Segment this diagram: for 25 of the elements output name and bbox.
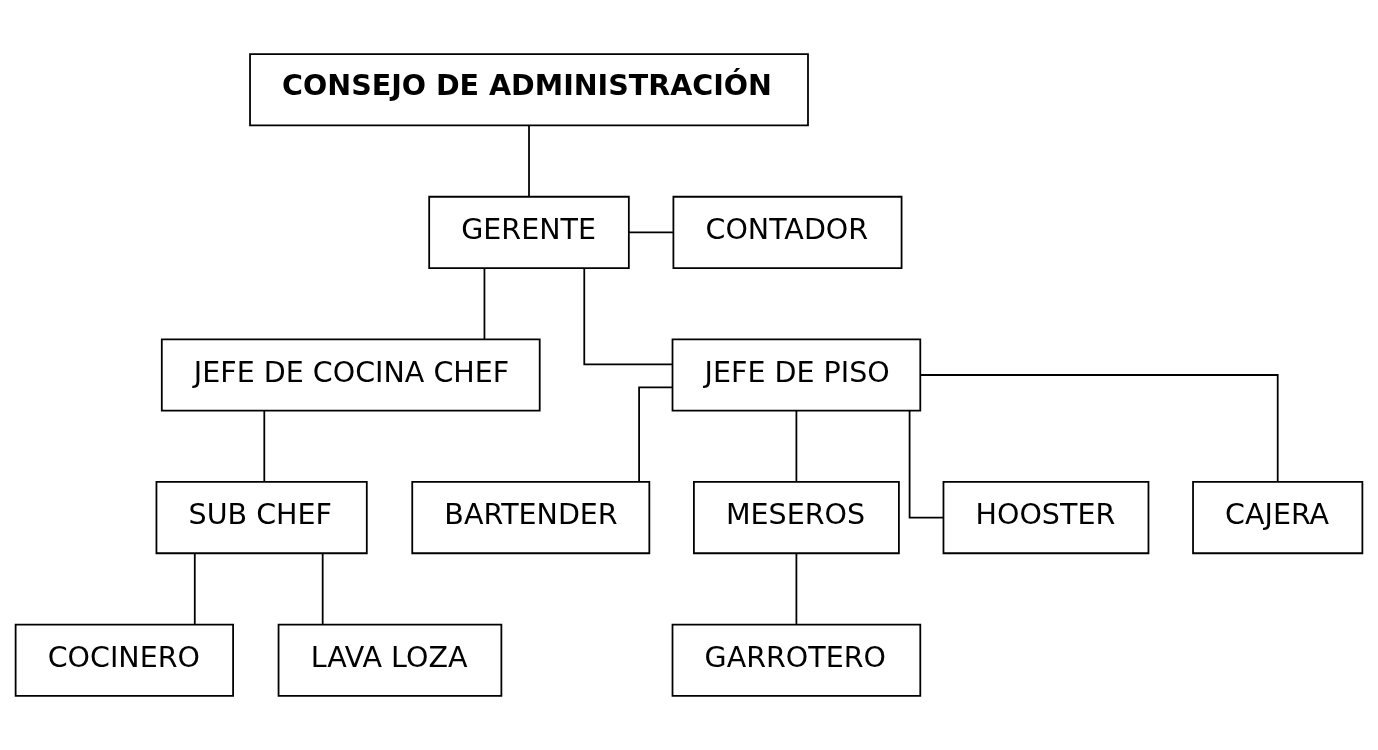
connector (193, 552, 196, 626)
connector (795, 410, 798, 483)
node-box: CONTADOR (672, 195, 903, 269)
connector (638, 386, 674, 483)
node-box: GERENTE (428, 195, 630, 269)
node-box: BARTENDER (411, 481, 651, 555)
node-box: SUB CHEF (155, 481, 368, 555)
node-box: JEFE DE COCINA CHEF (160, 338, 541, 412)
node-box: COCINERO (14, 623, 234, 697)
connector (919, 374, 1279, 483)
connector (483, 267, 486, 340)
node-box: CONSEJO DE ADMINISTRACIÓN (249, 53, 809, 127)
node-box: MESEROS (693, 481, 900, 555)
connector (263, 410, 266, 483)
connector (908, 410, 945, 519)
node-box: CAJERA (1192, 481, 1364, 555)
connector (583, 267, 674, 366)
connector (795, 552, 798, 626)
node-box: GARROTERO (671, 623, 922, 697)
node-box: JEFE DE PISO (671, 338, 922, 412)
connector (528, 124, 530, 198)
connector (628, 231, 675, 234)
node-box: HOOSTER (942, 481, 1150, 555)
connector (321, 552, 324, 626)
node-box: LAVA LOZA (277, 623, 503, 697)
